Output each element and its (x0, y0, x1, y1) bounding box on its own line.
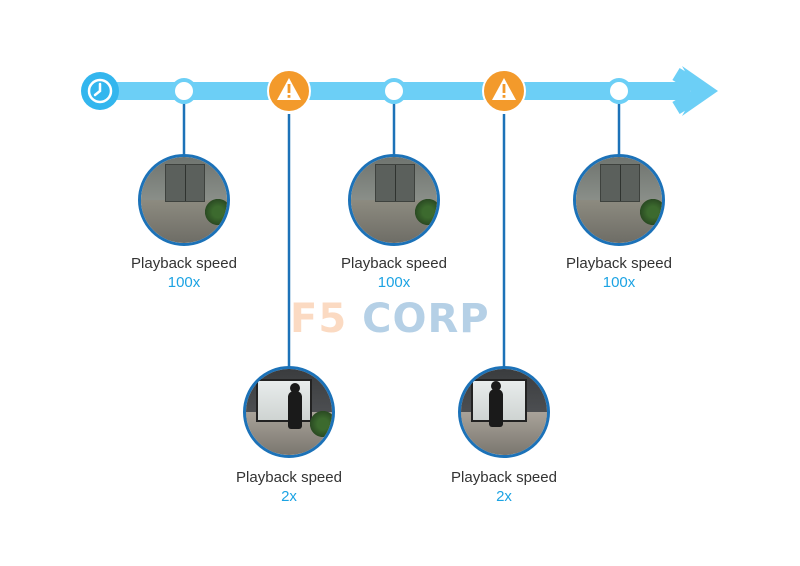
watermark-part1: F5 (290, 296, 348, 342)
playback-label: Playback speed 100x (104, 255, 264, 291)
timeline-node (606, 78, 632, 104)
timeline-arrow-chevron (672, 68, 711, 114)
playback-speed-value: 100x (602, 274, 636, 291)
warning-icon (482, 69, 526, 113)
watermark-part2: CORP (347, 296, 490, 342)
playback-label: Playback speed 100x (539, 255, 699, 291)
camera-thumbnail (458, 366, 550, 458)
playback-speed-value: 100x (167, 274, 201, 291)
watermark-logo: F5 CORP (290, 296, 490, 342)
playback-label: Playback speed 2x (424, 469, 584, 505)
playback-label-text: Playback speed (131, 255, 237, 272)
playback-label-text: Playback speed (236, 469, 342, 486)
playback-label: Playback speed 100x (314, 255, 474, 291)
playback-label-text: Playback speed (566, 255, 672, 272)
timeline-node (171, 78, 197, 104)
playback-label: Playback speed 2x (209, 469, 369, 505)
clock-icon (81, 72, 119, 110)
timeline-node (381, 78, 407, 104)
camera-thumbnail (243, 366, 335, 458)
camera-thumbnail (573, 154, 665, 246)
playback-speed-value: 100x (377, 274, 411, 291)
camera-thumbnail (138, 154, 230, 246)
playback-label-text: Playback speed (341, 255, 447, 272)
camera-thumbnail (348, 154, 440, 246)
playback-speed-value: 2x (281, 488, 297, 505)
playback-speed-value: 2x (496, 488, 512, 505)
playback-label-text: Playback speed (451, 469, 557, 486)
warning-icon (267, 69, 311, 113)
